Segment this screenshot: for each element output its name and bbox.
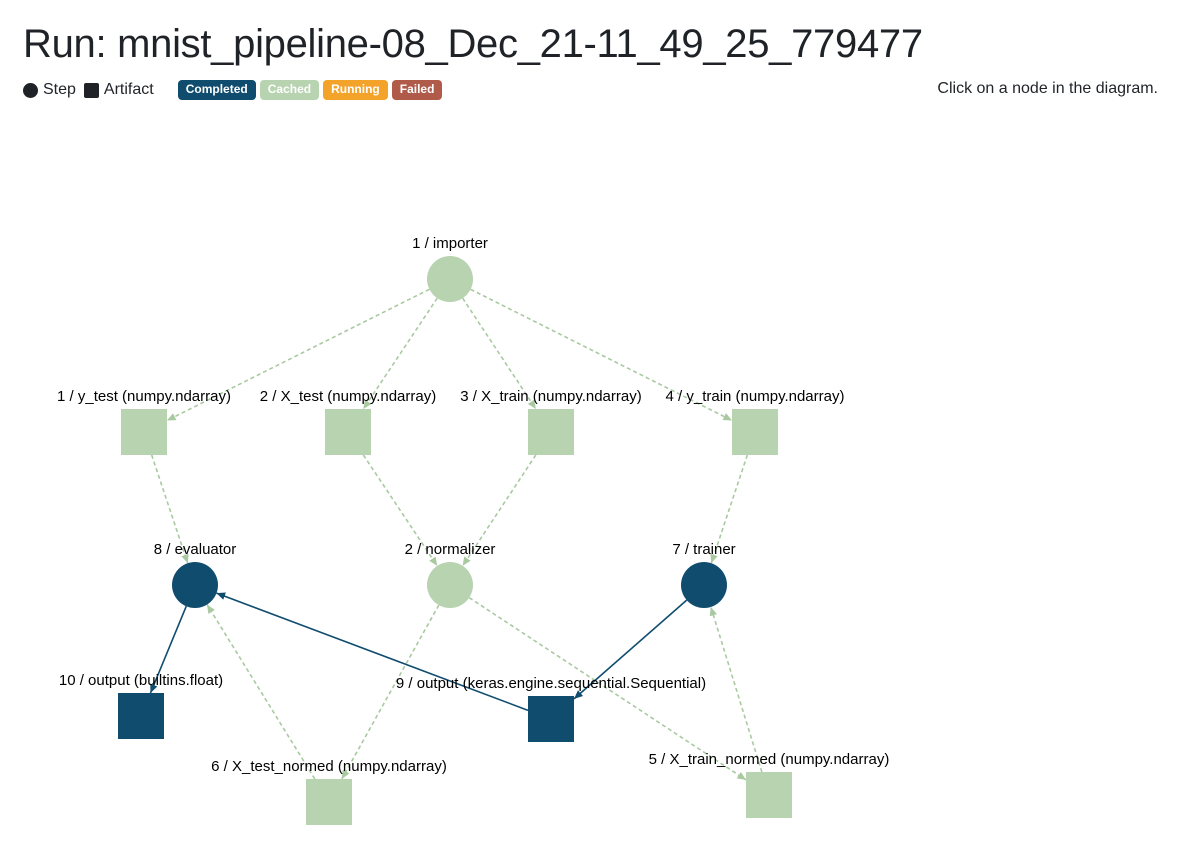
page-title: Run: mnist_pipeline-08_Dec_21-11_49_25_7… bbox=[23, 22, 923, 66]
edge-a9-s8 bbox=[216, 592, 529, 712]
artifact-node-square[interactable] bbox=[528, 696, 574, 742]
edge-s2-a6 bbox=[341, 604, 440, 780]
artifact-node-square[interactable] bbox=[118, 693, 164, 739]
artifact-node-square[interactable] bbox=[732, 409, 778, 455]
status-badge-running: Running bbox=[323, 80, 388, 100]
artifact-node-square[interactable] bbox=[528, 409, 574, 455]
edge-s1-a2 bbox=[362, 297, 438, 410]
status-badge-failed: Failed bbox=[391, 80, 443, 100]
node-label: 7 / trainer bbox=[672, 541, 735, 558]
node-a3[interactable]: 3 / X_train (numpy.ndarray) bbox=[460, 388, 642, 455]
step-node-circle[interactable] bbox=[427, 256, 473, 302]
legend: Step Artifact Completed Cached Running F… bbox=[23, 80, 446, 100]
edge-a3-s2 bbox=[462, 454, 537, 567]
node-a5[interactable]: 5 / X_train_normed (numpy.ndarray) bbox=[649, 751, 890, 818]
node-a4[interactable]: 4 / y_train (numpy.ndarray) bbox=[666, 388, 845, 455]
node-label: 1 / y_test (numpy.ndarray) bbox=[57, 388, 231, 405]
legend-artifact-label: Artifact bbox=[103, 81, 154, 98]
edge-a1-s8 bbox=[150, 454, 189, 564]
step-node-circle[interactable] bbox=[427, 562, 473, 608]
edge-a6-s8 bbox=[206, 604, 316, 780]
edge-a5-s7 bbox=[709, 606, 763, 773]
node-label: 4 / y_train (numpy.ndarray) bbox=[666, 388, 845, 405]
status-badge-cached: Cached bbox=[259, 80, 320, 100]
edge-s2-a5 bbox=[468, 596, 747, 781]
edge-s1-a3 bbox=[462, 297, 537, 410]
artifact-node-square[interactable] bbox=[325, 409, 371, 455]
node-label: 10 / output (builtins.float) bbox=[59, 672, 223, 689]
node-s2[interactable]: 2 / normalizer bbox=[405, 541, 496, 608]
status-badge-completed: Completed bbox=[177, 80, 256, 100]
node-label: 5 / X_train_normed (numpy.ndarray) bbox=[649, 751, 890, 768]
node-a1[interactable]: 1 / y_test (numpy.ndarray) bbox=[57, 388, 231, 455]
node-s7[interactable]: 7 / trainer bbox=[672, 541, 736, 608]
node-label: 2 / X_test (numpy.ndarray) bbox=[260, 388, 436, 405]
step-circle-icon bbox=[23, 82, 38, 98]
edge-a4-s7 bbox=[710, 454, 749, 564]
edges-layer bbox=[149, 288, 763, 781]
node-a2[interactable]: 2 / X_test (numpy.ndarray) bbox=[260, 388, 436, 455]
node-a6[interactable]: 6 / X_test_normed (numpy.ndarray) bbox=[211, 758, 447, 825]
step-node-circle[interactable] bbox=[681, 562, 727, 608]
edge-s7-a9 bbox=[573, 599, 688, 700]
nodes-layer: 1 / importer 1 / y_test (numpy.ndarray) 2 … bbox=[57, 235, 889, 825]
legend-artifact: Artifact bbox=[83, 81, 154, 99]
legend-step-label: Step bbox=[43, 81, 76, 98]
node-label: 8 / evaluator bbox=[154, 541, 237, 558]
edge-s8-a10 bbox=[149, 605, 187, 694]
artifact-node-square[interactable] bbox=[746, 772, 792, 818]
status-badges: Completed Cached Running Failed bbox=[177, 80, 447, 100]
artifact-node-square[interactable] bbox=[306, 779, 352, 825]
edge-a2-s2 bbox=[362, 454, 438, 567]
artifact-square-icon bbox=[83, 82, 99, 98]
node-s8[interactable]: 8 / evaluator bbox=[154, 541, 237, 608]
node-a9[interactable]: 9 / output (keras.engine.sequential.Sequ… bbox=[396, 675, 706, 742]
node-label: 6 / X_test_normed (numpy.ndarray) bbox=[211, 758, 447, 775]
node-label: 1 / importer bbox=[412, 235, 488, 252]
diagram-hint: Click on a node in the diagram. bbox=[937, 80, 1158, 97]
node-label: 3 / X_train (numpy.ndarray) bbox=[460, 388, 641, 405]
node-label: 9 / output (keras.engine.sequential.Sequ… bbox=[396, 675, 706, 692]
node-a10[interactable]: 10 / output (builtins.float) bbox=[59, 672, 223, 739]
artifact-node-square[interactable] bbox=[121, 409, 167, 455]
node-s1[interactable]: 1 / importer bbox=[412, 235, 488, 302]
step-node-circle[interactable] bbox=[172, 562, 218, 608]
legend-step: Step bbox=[23, 81, 76, 99]
node-label: 2 / normalizer bbox=[405, 541, 496, 558]
